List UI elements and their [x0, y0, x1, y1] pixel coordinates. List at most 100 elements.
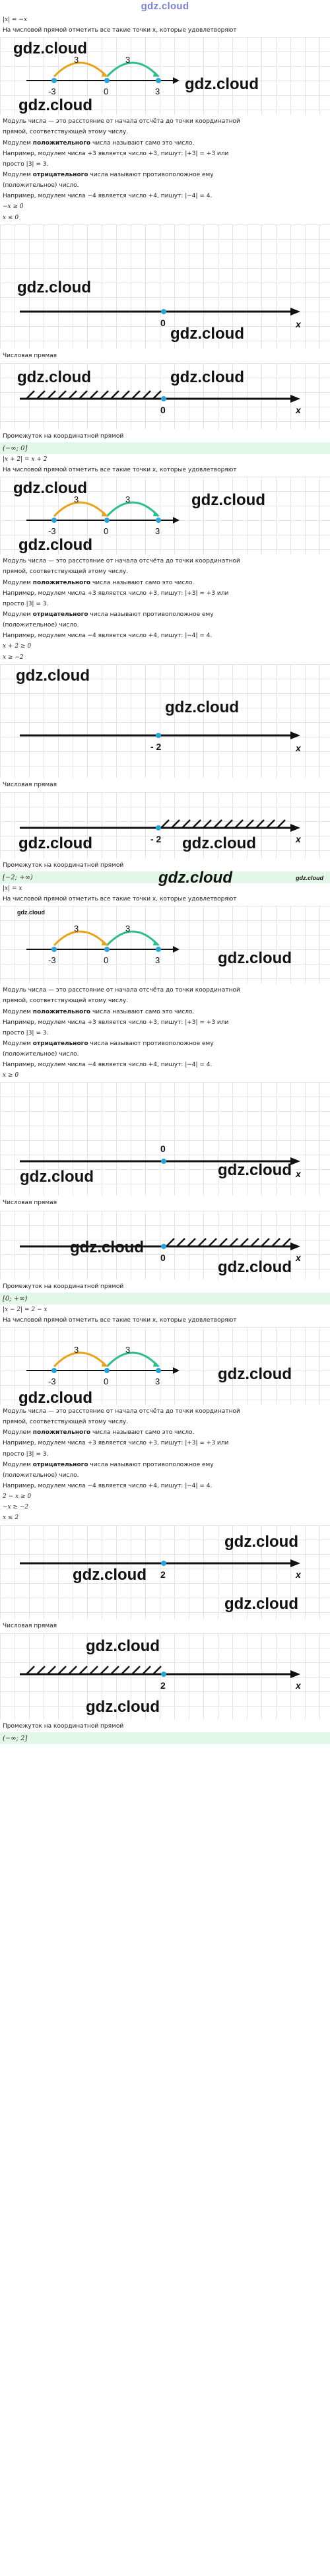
problem-2: |x + 2| = x + 2 На числовой прямой отмет…	[0, 454, 330, 887]
arc-right	[106, 930, 160, 947]
definition-line-1: Модуль числа — это расстояние от начала …	[3, 118, 240, 125]
tick-label-left: -3	[48, 526, 56, 537]
boundary-point	[161, 1159, 166, 1165]
problem-equation: |x + 2| = x + 2	[3, 456, 48, 463]
arc-right-label: 3	[125, 924, 131, 934]
example-figure: 3 3 -3 0 3 gdz.cloud gdz.cloud gdz.cloud	[0, 477, 330, 555]
solution-step-1: x ≥ 0	[3, 1072, 19, 1079]
tick-label-left: -3	[48, 1376, 56, 1387]
answer-text: [−2; +∞)	[3, 873, 33, 881]
solution-step-2: −x ≥ −2	[3, 1504, 29, 1511]
watermark: gdz.cloud	[218, 949, 292, 968]
axis-label: x	[296, 1569, 301, 1580]
interval-caption: Промежуток на координатной прямой	[3, 862, 124, 869]
tick-label-right: 3	[155, 526, 160, 537]
interval-svg	[20, 390, 300, 403]
point-label: 0	[160, 1143, 166, 1155]
rule-text: Модулем	[3, 1040, 33, 1047]
point-label: 0	[160, 1252, 166, 1263]
axis-label: x	[296, 318, 301, 329]
rule-emphasis: отрицательного	[32, 1461, 88, 1468]
tick-label-left: -3	[48, 955, 56, 966]
axis-arrowhead	[290, 394, 300, 403]
arc-left-label: 3	[74, 55, 79, 65]
rule-text: Модулем	[3, 1008, 33, 1015]
positive-example: Например, модулем числа +3 является числ…	[3, 1019, 229, 1026]
watermark: gdz.cloud	[158, 868, 232, 887]
watermark: gdz.cloud	[17, 368, 91, 386]
boundary-point	[156, 732, 161, 738]
definition-line-1: Модуль числа — это расстояние от начала …	[3, 1408, 240, 1415]
point-label: 0	[160, 404, 166, 415]
negative-rule-2: (положительное) число.	[3, 182, 79, 189]
tick-label-right: 3	[155, 955, 160, 966]
watermark: gdz.cloud	[18, 1389, 92, 1407]
interval-caption: Промежуток на координатной прямой	[3, 1722, 124, 1730]
rule-text: Модулем	[3, 1461, 33, 1468]
negative-rule: Модулем отрицательного числа называют пр…	[0, 1038, 330, 1049]
hatching	[166, 1237, 291, 1247]
definition-line-2: прямой, соответствующей этому числу.	[3, 998, 129, 1005]
rule-text: числа называют противоположное ему	[88, 171, 214, 178]
negative-rule: Модулем отрицательного числа называют пр…	[0, 1460, 330, 1470]
point-label: 2	[160, 1569, 166, 1580]
tick-label-right: 3	[155, 1376, 160, 1387]
arc-left	[53, 1351, 108, 1368]
interval-figure: 0 x gdz.cloud gdz.cloud	[0, 1210, 330, 1279]
tick-label-zero: 0	[104, 1376, 109, 1387]
arc-left-label: 3	[74, 1345, 79, 1355]
axis-arrowhead	[290, 1157, 300, 1166]
boundary-point	[161, 308, 166, 314]
rule-text: Модулем	[3, 1429, 33, 1437]
problem-equation: |x| = x	[3, 885, 22, 892]
interval-figure: 2 x gdz.cloud gdz.cloud	[0, 1633, 330, 1719]
axis-label: x	[296, 742, 301, 753]
positive-rule: Модулем положительного числа называют са…	[0, 1007, 330, 1017]
arc-right-label: 3	[125, 55, 131, 65]
arc-right-arrowhead	[153, 71, 160, 77]
rule-text: Модулем	[3, 171, 33, 178]
positive-example: Например, модулем числа +3 является числ…	[3, 590, 229, 597]
answer-box: [−2; +∞) gdz.cloud gdz.cloud	[0, 869, 330, 887]
brand-logo[interactable]: gdz.cloud	[141, 1, 189, 12]
interval-svg	[20, 1237, 300, 1250]
instruction-text: На числовой прямой отметить все такие то…	[3, 896, 237, 903]
axis-arrowhead	[173, 517, 180, 524]
watermark: gdz.cloud	[218, 1258, 292, 1276]
watermark: gdz.cloud	[86, 1697, 160, 1716]
example-figure: 3 3 -3 0 3 gdz.cloud gdz.cloud gdz.cloud	[0, 37, 330, 116]
example-numberline-svg	[26, 930, 180, 953]
tick-label-zero: 0	[104, 955, 109, 966]
positive-example: Например, модулем числа +3 является числ…	[3, 1440, 229, 1447]
definition-line-2: прямой, соответствующей этому числу.	[3, 1419, 129, 1426]
watermark: gdz.cloud	[86, 1637, 160, 1655]
negative-example: Например, модулем числа −4 является числ…	[3, 632, 213, 640]
arc-left-arrowhead	[102, 1361, 108, 1367]
axis-label: x	[296, 833, 301, 844]
rule-emphasis: положительного	[32, 1008, 91, 1015]
arc-right-label: 3	[125, 494, 131, 505]
tick-label-right: 3	[155, 86, 160, 97]
rule-text: числа называют само это число.	[90, 1008, 195, 1015]
point-zero	[104, 1368, 110, 1374]
instruction-text: На числовой прямой отметить все такие то…	[3, 27, 237, 34]
positive-rule: Модулем положительного числа называют са…	[0, 1427, 330, 1438]
rule-text: Модулем	[3, 579, 33, 586]
instruction-text: На числовой прямой отметить все такие то…	[3, 467, 237, 474]
positive-example: Например, модулем числа +3 является числ…	[3, 150, 229, 157]
watermark: gdz.cloud	[17, 278, 91, 296]
example-figure: 3 3 -3 0 3 gdz.cloud gdz.cloud	[0, 1327, 330, 1407]
watermark: gdz.cloud	[13, 479, 87, 498]
rule-emphasis: отрицательного	[32, 611, 88, 618]
point-zero	[104, 947, 110, 953]
negative-example: Например, модулем числа −4 является числ…	[3, 1062, 213, 1069]
arc-left-arrowhead	[102, 940, 108, 946]
point-right	[156, 1368, 161, 1374]
watermark: gdz.cloud	[182, 834, 256, 852]
arc-right	[106, 1351, 160, 1368]
solution-step-3: x ≤ 2	[3, 1514, 19, 1522]
rule-emphasis: положительного	[32, 1429, 91, 1437]
axis-label: x	[296, 1252, 301, 1263]
definition-line-1: Модуль числа — это расстояние от начала …	[3, 987, 240, 994]
